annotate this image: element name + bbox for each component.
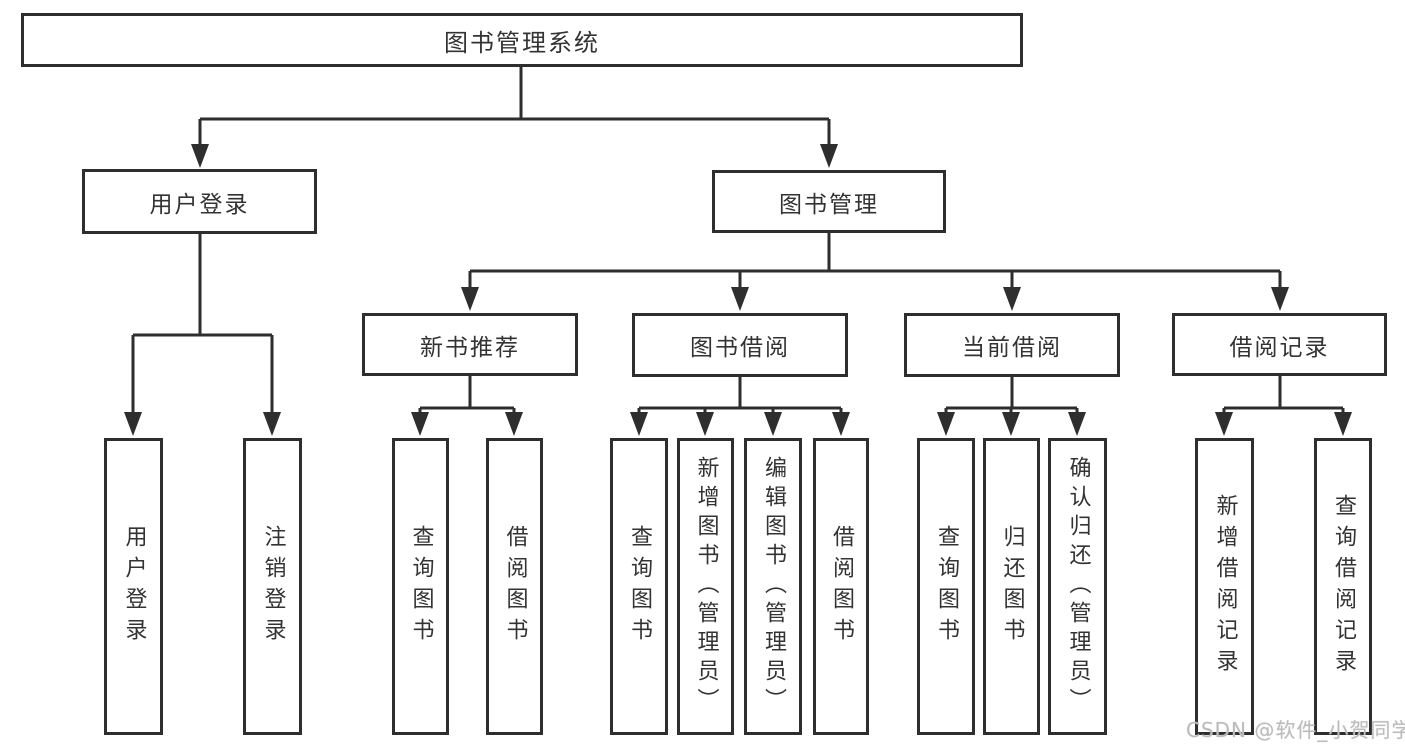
connector-new-book-recommend-to-leaves [411, 376, 523, 436]
csdn-watermark: CSDN @软件_小贺同学 [1186, 718, 1405, 742]
leaf-nb-borrow-books: 借阅图书 [486, 438, 543, 735]
leaf-br-query-record: 查询借阅记录 [1314, 438, 1372, 735]
leaf-bb-query-books: 查询图书 [610, 438, 668, 735]
leaf-br-add-record: 新增借阅记录 [1195, 438, 1254, 735]
connector-book-borrow-to-leaves [630, 377, 850, 436]
leaf-cb-query-books: 查询图书 [917, 438, 975, 735]
connector-root-to-level2 [191, 67, 838, 168]
leaf-cb-confirm-return: 确认归还（管理员） [1048, 438, 1107, 735]
leaf-cb-return-books: 归还图书 [983, 438, 1040, 735]
leaf-bb-add-books: 新增图书（管理员） [677, 438, 734, 735]
node-book-management: 图书管理 [712, 170, 946, 233]
leaf-bb-edit-books: 编辑图书（管理员） [744, 438, 802, 735]
connector-current-borrow-to-leaves [937, 377, 1086, 436]
leaf-nb-query-books: 查询图书 [392, 438, 449, 735]
connector-user-login-to-leaves [124, 234, 281, 436]
node-root: 图书管理系统 [21, 13, 1023, 67]
node-borrow-records: 借阅记录 [1172, 313, 1387, 376]
leaf-user-login: 用户登录 [104, 438, 163, 735]
leaf-bb-borrow-books: 借阅图书 [813, 438, 869, 735]
leaf-logout: 注销登录 [243, 438, 302, 735]
node-user-login: 用户登录 [82, 169, 317, 234]
node-book-borrow: 图书借阅 [632, 313, 848, 377]
node-new-book-recommend: 新书推荐 [362, 313, 578, 376]
connector-book-management-to-level3 [461, 233, 1289, 311]
connector-borrow-records-to-leaves [1215, 376, 1352, 436]
node-current-borrow: 当前借阅 [904, 313, 1120, 377]
